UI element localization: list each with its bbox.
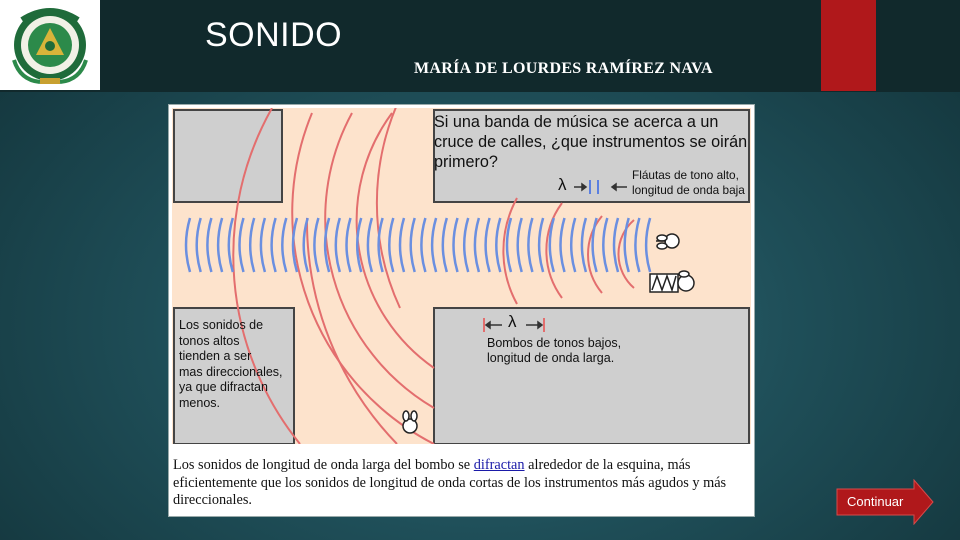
short-wavefront (484, 217, 491, 273)
short-wavefront (602, 217, 609, 273)
short-wavefront (527, 217, 534, 273)
short-wavefront (334, 217, 341, 273)
coat-of-arms-logo (0, 0, 100, 90)
note-line: tienden a ser (179, 349, 252, 363)
short-wavefront (270, 217, 277, 273)
short-wavefront (345, 217, 352, 273)
short-wavefront (409, 217, 416, 273)
short-wavefront (634, 217, 641, 273)
drums-label-line2: longitud de onda larga. (487, 351, 615, 365)
short-wavefront (195, 217, 202, 273)
accent-block (821, 0, 876, 91)
short-wavefront (569, 217, 577, 273)
short-wavefront (591, 217, 598, 273)
author-name: MARÍA DE LOURDES RAMÍREZ NAVA (414, 60, 713, 77)
short-wavefront (238, 217, 245, 273)
arrow-right-icon (836, 479, 934, 525)
short-wavefront (206, 217, 213, 273)
note-line: ya que difractan (179, 380, 268, 394)
short-wavefront (377, 217, 384, 273)
short-wavefront (388, 217, 395, 273)
lambda-symbol-low: λ (508, 312, 517, 331)
caption-text: alrededor de la esquina, más eficienteme… (173, 457, 727, 508)
short-wavefront (495, 217, 502, 273)
short-wavefront (430, 217, 438, 273)
listener-icon (402, 410, 418, 434)
flute-player-icon (656, 233, 680, 250)
short-wavefront (291, 217, 299, 273)
question-text: Si una banda de música se acerca a un cr… (434, 113, 748, 171)
flutes-label: Fláutas de tono alto, longitud de onda b… (632, 168, 762, 197)
short-wavefront (366, 217, 374, 273)
drummer-icon (649, 270, 695, 293)
short-wavefront (623, 217, 630, 273)
short-wavefront (559, 217, 566, 273)
note-line: Los sonidos de (179, 318, 264, 332)
street-diagram: Si una banda de música se acerca a un cr… (172, 97, 751, 445)
caption-text: Los sonidos de longitud de onda larga de… (173, 457, 474, 473)
short-wavefront (313, 217, 320, 273)
short-wavefront (248, 217, 256, 273)
high-tone-note: Los sonidos de tonos altos tienden a ser… (179, 318, 299, 411)
short-wavefront (612, 217, 620, 273)
drums-label: Bombos de tonos bajos, longitud de onda … (487, 336, 667, 366)
note-line: menos. (179, 395, 220, 410)
short-wavefront (462, 217, 470, 273)
flutes-label-line1: Fláutas de tono alto, (632, 168, 739, 182)
short-wavefront (355, 217, 363, 273)
short-wavefront (420, 217, 427, 273)
short-wavefront (184, 217, 192, 273)
short-wavefront (580, 217, 588, 273)
flutes-label-line2: longitud de onda baja (632, 182, 745, 197)
diffract-link[interactable]: difractan (473, 457, 525, 473)
short-wavefront (548, 217, 555, 273)
note-line: mas direccionales, (179, 364, 283, 379)
lambda-symbol-high: λ (558, 175, 567, 194)
short-wavefront (227, 217, 234, 273)
page-title: SONIDO (205, 16, 343, 54)
note-line: tonos altos (179, 333, 240, 348)
short-wavefront (473, 217, 481, 273)
header-bar: SONIDO MARÍA DE LOURDES RAMÍREZ NAVA (0, 0, 960, 92)
drums-label-line1: Bombos de tonos bajos, (487, 336, 622, 350)
short-wavefront (441, 217, 448, 273)
short-wavefront (323, 217, 331, 273)
short-wavefront (302, 217, 309, 273)
continue-button[interactable]: Continuar (834, 479, 934, 525)
short-wavefront (216, 217, 224, 273)
continue-label: Continuar (847, 494, 904, 509)
short-wavefront (281, 217, 288, 273)
short-wavefront (452, 217, 459, 273)
short-wavefront (398, 217, 406, 273)
short-wavefront (505, 217, 513, 273)
short-wavefront (259, 217, 267, 273)
short-wavefront (644, 217, 652, 273)
short-wavefront (516, 217, 523, 273)
sound-diffraction-figure: Si una banda de música se acerca a un cr… (168, 97, 755, 517)
short-wavefront (537, 217, 545, 273)
figure-caption: Los sonidos de longitud de onda larga de… (173, 457, 747, 510)
